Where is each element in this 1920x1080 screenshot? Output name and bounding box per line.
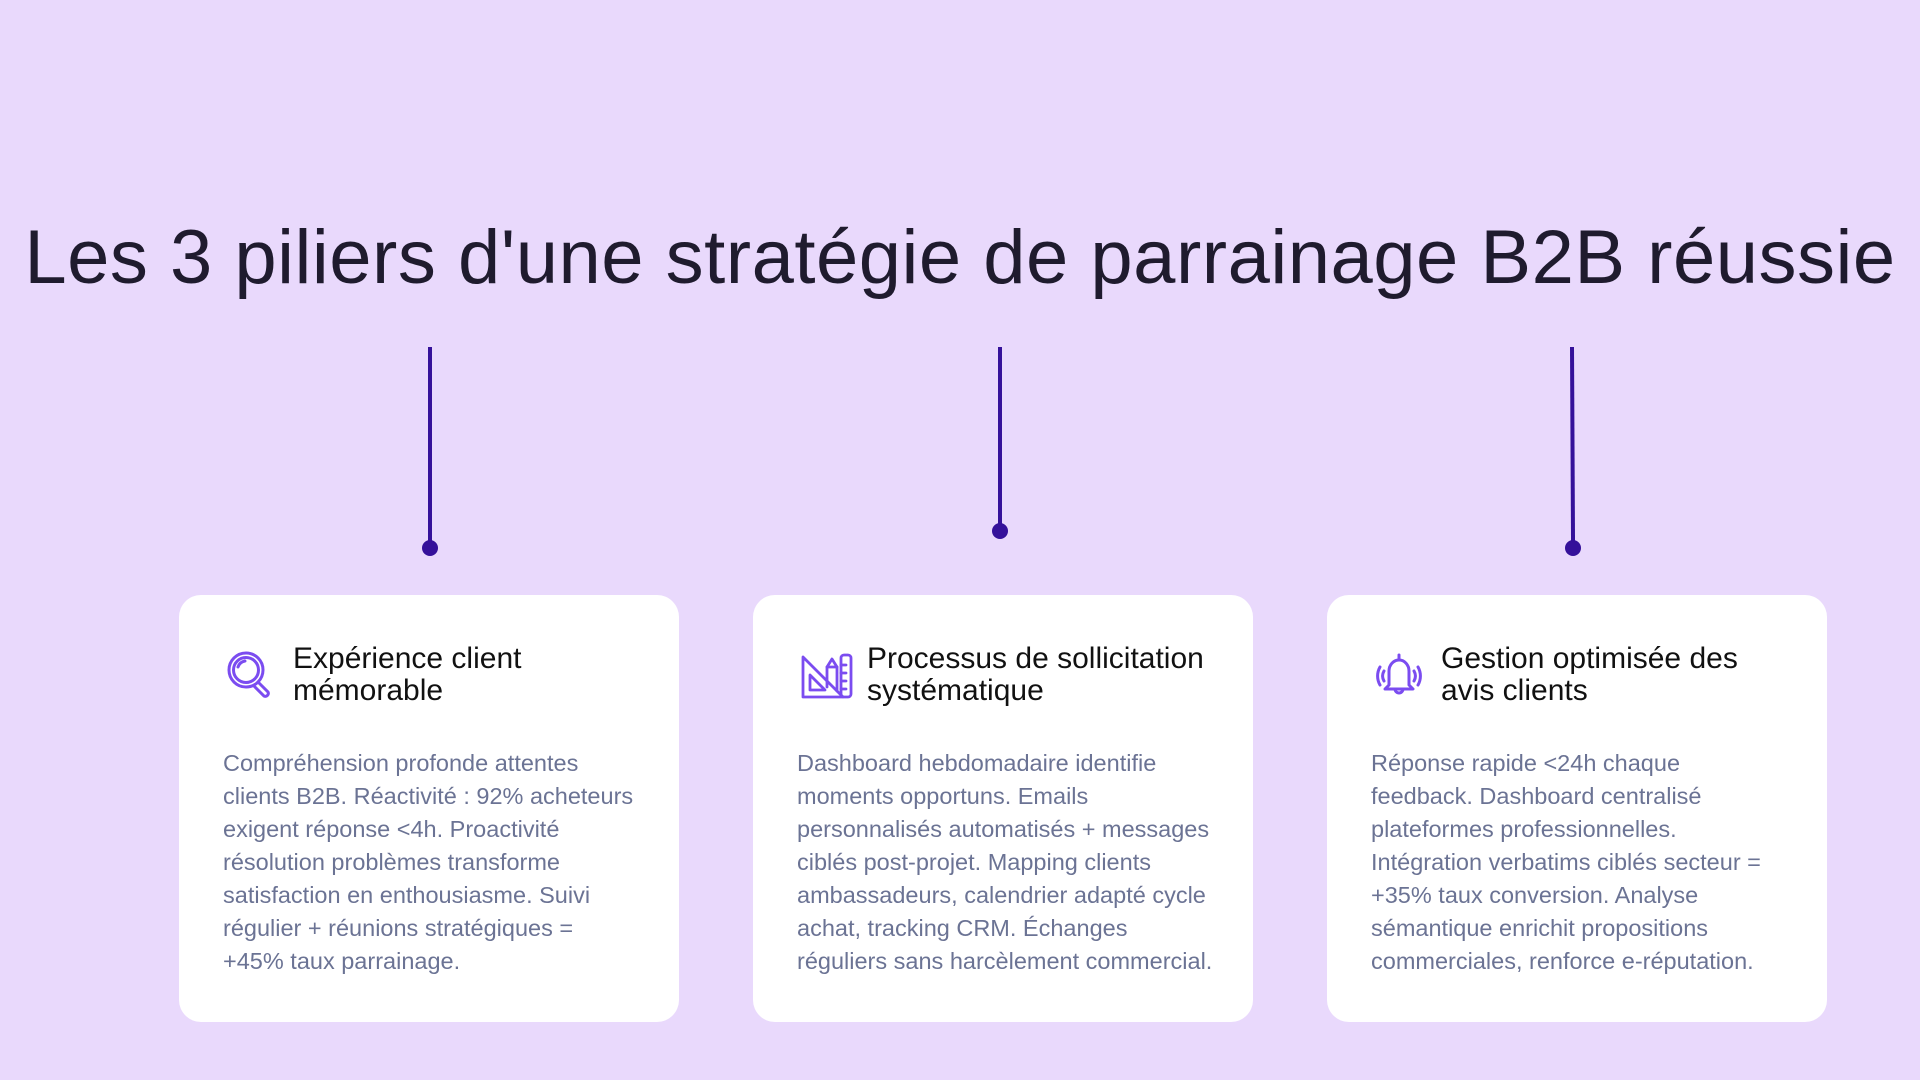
pillar-title: Processus de sollicitation systématique bbox=[867, 642, 1204, 707]
pillar-card-process: Processus de sollicitation systématique … bbox=[753, 595, 1253, 1022]
ringing-bell-icon bbox=[1371, 647, 1427, 703]
connector-line bbox=[1570, 346, 1576, 548]
pillar-title: Expérience client mémorable bbox=[293, 642, 522, 707]
page-title: Les 3 piliers d'une stratégie de parrain… bbox=[24, 215, 1896, 300]
ruler-pencil-triangle-icon bbox=[797, 647, 853, 703]
connector-dot bbox=[992, 523, 1008, 539]
pillar-card-experience: Expérience client mémorable Compréhensio… bbox=[179, 595, 679, 1022]
connector-2 bbox=[990, 347, 1010, 542]
connector-line bbox=[998, 347, 1002, 531]
connector-line bbox=[428, 347, 432, 547]
connector-3 bbox=[1562, 346, 1582, 557]
connector-dot bbox=[422, 540, 438, 556]
pillar-title: Gestion optimisée des avis clients bbox=[1441, 642, 1738, 707]
pillar-description: Compréhension profonde attentes clients … bbox=[223, 750, 634, 974]
magnifying-glass-icon bbox=[223, 647, 279, 703]
connector-1 bbox=[420, 347, 440, 557]
pillar-card-reviews: Gestion optimisée des avis clients Répon… bbox=[1327, 595, 1827, 1022]
pillar-description: Dashboard hebdomadaire identifie moments… bbox=[797, 750, 1213, 974]
pillar-description: Réponse rapide <24h chaque feedback. Das… bbox=[1371, 750, 1761, 974]
connector-dot bbox=[1565, 540, 1581, 556]
